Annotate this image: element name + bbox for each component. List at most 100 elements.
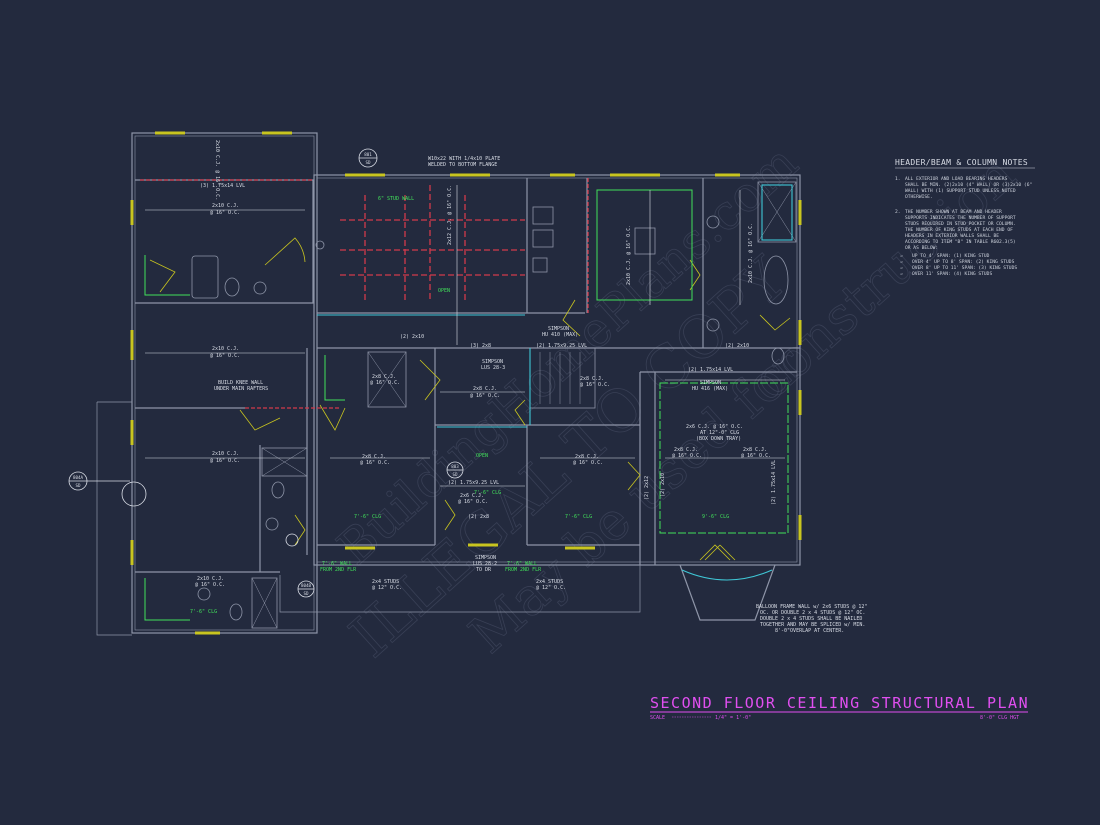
note-2-line-6: ACCORDING TO ITEM "B" IN TABLE R602.3(5) <box>905 239 1016 245</box>
door-swing-8 <box>689 259 701 291</box>
marker-1-top: 801 <box>364 152 372 157</box>
sink-c <box>197 587 211 601</box>
door-swing-12 <box>294 514 306 546</box>
label-studs-b2: @ 12" O.C. <box>536 585 566 591</box>
label-oc-2: @ 16" O.C. <box>210 353 240 359</box>
door-swing-3 <box>239 409 281 431</box>
label-clg-b: 7'-6" CLG <box>474 490 501 496</box>
label-studs-b: 2x4 STUDS <box>536 579 563 585</box>
span-bullet-1: ⇒ <box>900 254 903 259</box>
label-simpson-2: SIMPSON <box>482 359 503 365</box>
label-simpson-4b: LUS 28-2 <box>473 561 497 567</box>
header-beam-notes: HEADER/BEAM & COLUMN NOTES 1. ALL EXTERI… <box>895 158 1035 277</box>
note-2-line-5: HEADERS IN EXTERIOR WALLS SHALL BE <box>905 233 999 239</box>
span-arrows <box>145 185 785 487</box>
cabinet-b <box>532 229 554 248</box>
label-cj-1: 2x10 C.J. <box>212 203 239 209</box>
door-swing-13 <box>444 499 456 531</box>
label-lvl-c: (2) 1.75x9.25 LVL <box>448 480 499 486</box>
label-cj-3: 2x10 C.J. <box>212 451 239 457</box>
drain <box>315 240 325 250</box>
cabinet-c <box>532 257 548 273</box>
note-1-num: 1. <box>895 176 901 182</box>
cyan-shower <box>761 184 793 241</box>
label-wall-a2: FROM 2ND FLR <box>320 567 357 573</box>
stair-treads <box>539 352 581 404</box>
scale-value: 1/4" = 1'-0" <box>715 715 751 721</box>
span-item-2: OVER 4' UP TO 8' SPAN: (2) KING STUDS <box>912 259 1015 265</box>
door-swing-2 <box>149 259 176 293</box>
label-oc-2x8-d: @ 16" O.C. <box>672 453 702 459</box>
label-cj-2x8-a: 2x8 C.J. <box>372 374 396 380</box>
green-edge-3 <box>144 578 190 621</box>
ceiling-height: 8'-0" CLG HGT <box>980 715 1019 721</box>
label-oc-2x6-a: @ 16" O.C. <box>458 499 488 505</box>
label-open-a: OPEN <box>438 288 450 294</box>
green-edge-1 <box>144 255 190 296</box>
note-2-line-1: THE NUMBER SHOWN AT BEAM AND HEADER <box>905 209 1002 215</box>
label-simpson-1b: HU 410 (MAX) <box>542 332 578 338</box>
label-simpson-3: SIMPSON <box>700 380 721 386</box>
label-studs-a: 2x4 STUDS <box>372 579 399 585</box>
label-cj-vert-top: 2x10 C.J. @ 16" O.C. <box>214 140 220 200</box>
note-2-line-4: THE NUMBER OF KING STUDS AT EACH END OF <box>905 227 1013 233</box>
label-cj-2x6-a: 2x6 C.J. <box>460 493 484 499</box>
label-lvl-left: (3) 1.75x14 LVL <box>200 183 245 189</box>
label-hdr-2x10-b: (2) 2x10 <box>725 343 749 349</box>
label-lvl-right: (2) 1.75x14 LVL <box>688 367 733 373</box>
sink-b <box>265 517 279 531</box>
label-hdr-vert-b: (2) 2x10 <box>660 473 666 497</box>
span-item-3: OVER 8' UP TO 11' SPAN: (3) KING STUDS <box>912 265 1017 271</box>
toilet-c <box>229 603 243 621</box>
label-studs-a2: @ 12" O.C. <box>372 585 402 591</box>
beams <box>140 178 589 409</box>
label-simpson-3b: HU 416 (MAX) <box>692 386 728 392</box>
marker-2-top: 804A <box>73 475 84 480</box>
span-item-4: OVER 11' SPAN: (4) KING STUDS <box>912 271 992 277</box>
green-edge-2 <box>324 355 345 401</box>
label-oc-bath-l: @ 16" O.C. <box>195 582 225 588</box>
door-swing-10 <box>627 461 641 491</box>
span-bullet-3: ⇒ <box>900 266 903 271</box>
label-simpson-1: SIMPSON <box>548 326 569 332</box>
balloon-frame-note: BALLOON FRAME WALL w/ 2x6 STUDS @ 12" OC… <box>756 604 867 634</box>
label-tray-2: AT 12"-0" CLG <box>700 430 739 436</box>
label-cj-2x8-e: 2x8 C.J. <box>743 447 767 453</box>
marker-3-top: 803 <box>451 464 459 469</box>
label-beam-top: W10x22 WITH 1/4x10 PLATE <box>428 156 500 162</box>
door-swing-14 <box>704 544 736 561</box>
shower-b-x2 <box>251 577 278 629</box>
cyan-lines <box>317 184 793 581</box>
door-swing-6 <box>514 399 526 426</box>
balloon-line-4: TOGETHER AND MAY BE SPLICED w/ MIN. <box>760 622 865 628</box>
label-hdr-2x8: (3) 2x8 <box>470 343 491 349</box>
label-oc-2x8-f: @ 16" O.C. <box>573 460 603 466</box>
balloon-line-3: DOUBLE 2 x 4 STUDS SHALL BE NAILED <box>760 616 862 622</box>
lower-roof-outline <box>279 565 641 613</box>
label-tray-3: (BOX DOWN TRAY) <box>696 436 741 442</box>
label-cj-2x8-f: 2x8 C.J. <box>575 454 599 460</box>
note-2-num: 2. <box>895 209 901 215</box>
balloon-line-5: 8'-0"OVERLAP AT CENTER. <box>775 628 844 634</box>
toilet-b <box>271 481 285 499</box>
island <box>634 227 656 255</box>
marker-1-bottom: SD <box>365 160 371 165</box>
label-cj-mid-a: 2x12 C.J. @ 16" O.C. <box>447 185 453 245</box>
sheet-title-block: SECOND FLOOR CEILING STRUCTURAL PLAN SCA… <box>650 694 1028 721</box>
windows <box>130 131 802 635</box>
scale-label: SCALE <box>650 715 665 721</box>
section-markers <box>68 148 464 598</box>
label-wall-b2: FROM 2ND FLR <box>505 567 542 573</box>
label-stud-wall: 6" STUD WALL <box>378 196 414 202</box>
label-cj-master: 2x10 C.J. @ 16" O.C. <box>626 225 632 285</box>
label-hdr-vert-a: (2) 2x12 <box>644 476 650 500</box>
notes-heading: HEADER/BEAM & COLUMN NOTES <box>895 158 1028 167</box>
tub-a <box>191 255 219 299</box>
label-cj-2x8-d: 2x8 C.J. <box>674 447 698 453</box>
marker-ring-4 <box>285 533 299 547</box>
sink-master-a <box>706 215 720 229</box>
label-lvl-vert-r: (2) 1.75x14 LVL <box>771 460 777 505</box>
closet-a-x2 <box>367 351 407 408</box>
green-lines <box>144 189 789 621</box>
